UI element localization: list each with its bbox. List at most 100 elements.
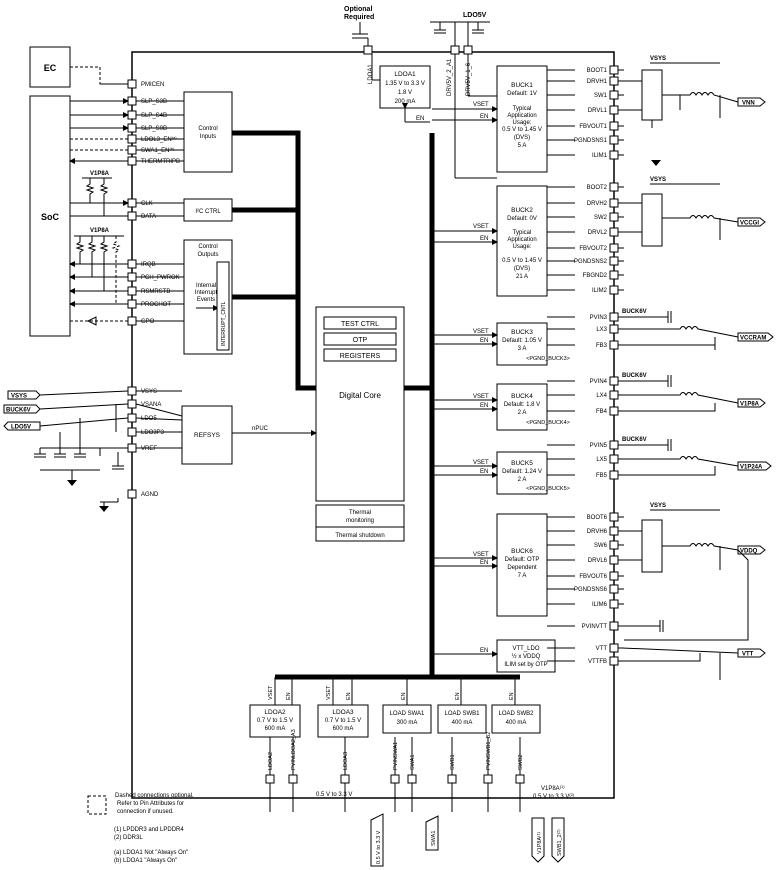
- control-outputs-label-2: Outputs: [197, 252, 218, 258]
- buck6-default: Default: OTP: [505, 557, 540, 563]
- right-pin-box: [609, 227, 619, 237]
- optional-required-label-2: Required: [344, 14, 374, 21]
- load-swb1-title: LOAD SWB1: [444, 711, 480, 717]
- drv5v-1-6-label: DRV5V_1_6: [466, 62, 472, 96]
- right-pin-label: ILIM6: [592, 602, 608, 608]
- svg-text:V1P8A(1): V1P8A(1): [536, 831, 544, 854]
- svg-text:EN: EN: [401, 692, 407, 700]
- bottom-pin-label: LDOA3: [343, 752, 349, 770]
- i2c-ctrl-label: I²C CTRL: [195, 209, 221, 215]
- buck4-pgnd: <PGND_BUCK4>: [526, 420, 570, 426]
- load-swa1-current: 300 mA: [397, 720, 418, 726]
- ldoa1-range: 1.35 V to 3.3 V: [385, 81, 425, 87]
- right-pin-box: [609, 340, 619, 350]
- right-pin-label: PGNDSNS2: [574, 259, 608, 265]
- right-pin-box: [609, 440, 619, 450]
- svg-text:IRQB: IRQB: [141, 262, 156, 268]
- bottom-control-labels: VSET EN VSET EN EN EN EN: [268, 677, 516, 705]
- buck6-dependent: Dependent: [507, 565, 537, 571]
- right-pin-box: [609, 76, 619, 86]
- right-pin-label: FB5: [596, 473, 608, 479]
- right-pin-group: BOOT1DRVH1SW1DRVL1FBVOUT1PGNDSNS1ILIM1BO…: [547, 65, 624, 666]
- rail-input-ldo5v-flag: LDO5V: [3, 421, 41, 431]
- svg-text:VSYS: VSYS: [650, 56, 666, 62]
- buck6-block: [496, 513, 548, 617]
- notes-block: Dashed connections optional. Refer to Pi…: [114, 793, 194, 864]
- load-swb2-block: [491, 704, 541, 734]
- buck6-vset: VSET: [473, 552, 489, 558]
- buck5-vset: VSET: [473, 460, 489, 466]
- npuc-label: nPUC: [252, 426, 269, 432]
- right-pin-label: VTT: [596, 646, 608, 652]
- control-outputs-label-1: Control: [198, 244, 217, 250]
- buck2-external-stage: VSYS: [622, 177, 739, 247]
- buck4-external-stage: BUCK6V: [622, 373, 739, 412]
- note-2: connection if unused.: [117, 809, 174, 815]
- buck1-usage: Usage:: [512, 120, 531, 126]
- right-pin-label: DRVH6: [587, 529, 608, 535]
- ldoa1-pin-label: LDOA1: [368, 64, 374, 84]
- right-pin-label: FB4: [596, 409, 608, 415]
- vtt-external-stage: [621, 620, 739, 680]
- ldoa1-block: [379, 65, 431, 109]
- right-pin-box: [609, 212, 619, 222]
- output-flag-v1p24a: V1P24A: [737, 461, 772, 471]
- registers-box: [323, 348, 397, 362]
- svg-text:RSMRSTB: RSMRSTB: [141, 289, 170, 295]
- right-pin-label: LX4: [596, 393, 607, 399]
- svg-text:0.5 V to 3.3 V: 0.5 V to 3.3 V: [376, 830, 382, 864]
- output-flag-vccram: VCCRAM: [737, 332, 774, 342]
- right-pin-label: BOOT2: [587, 185, 608, 191]
- right-pin-box: [609, 256, 619, 266]
- buck3-title: BUCK3: [511, 329, 533, 336]
- buck1-range: 0.5 V to 1.45 V: [502, 127, 542, 133]
- buck2-title: BUCK2: [511, 207, 533, 214]
- right-pin-box: [609, 571, 619, 581]
- bottom-flag-swa1: SWA1: [425, 815, 439, 851]
- buck2-en: EN: [480, 236, 488, 242]
- ldoa1-en-label: EN: [416, 116, 424, 122]
- buck1-block: [496, 65, 548, 173]
- buck3-external-stage: BUCK6V: [622, 309, 739, 350]
- bottom-flag-swb1-2: SWB1_2(2): [551, 817, 565, 863]
- right-pin-label: FBVOUT1: [579, 124, 607, 130]
- right-pin-label: FBVOUT6: [579, 574, 607, 580]
- right-pin-box: [609, 312, 619, 322]
- right-pin-box: [609, 540, 619, 550]
- buck5-external-stage: BUCK6V: [622, 437, 739, 476]
- right-pin-label: PGNDSNS1: [574, 138, 608, 144]
- vtt-ldo-block: [496, 639, 556, 673]
- svg-text:CLK: CLK: [141, 201, 153, 207]
- bottom-pin-box: [288, 774, 298, 784]
- svg-text:LDOL3_EN(a): LDOL3_EN(a): [141, 135, 177, 143]
- vtt-ldo-half: ½ x VDDQ: [512, 653, 541, 660]
- right-pin-label: LX3: [596, 327, 607, 333]
- soc-label: SoC: [41, 212, 60, 222]
- ec-block: [29, 46, 71, 88]
- power-pin-vsys: VSYS: [141, 389, 157, 395]
- output-flag-vtt: VTT: [737, 648, 766, 658]
- svg-text:SWA1: SWA1: [431, 831, 437, 846]
- ldoa1-default: 1.8 V: [398, 90, 412, 96]
- buck2-typical: Typical: [513, 230, 532, 236]
- bottom-pin-label: PVINLDOA2_A3: [291, 729, 297, 770]
- v1p8a-pullup-label-2: V1P8A: [90, 228, 110, 234]
- right-pin-label: LX5: [596, 457, 607, 463]
- buck4-current: 2 A: [518, 410, 527, 416]
- ldoa2-block: [249, 704, 301, 738]
- optional-required-label: Optional: [344, 6, 372, 13]
- right-pin-label: FBVOUT2: [579, 246, 607, 252]
- buck2-current: 21 A: [516, 274, 528, 280]
- bottom-pin-box: [340, 774, 350, 784]
- svg-text:VNN: VNN: [742, 101, 755, 107]
- svg-text:VCCRAM: VCCRAM: [740, 336, 766, 342]
- right-pin-label: BOOT1: [587, 68, 608, 74]
- registers-label: REGISTERS: [340, 353, 381, 360]
- test-ctrl-label: TEST CTRL: [341, 321, 379, 328]
- control-inputs-block: [183, 91, 233, 173]
- output-flag-vddq: VDDQ: [737, 545, 766, 555]
- thermal-shutdown-box: [315, 526, 405, 542]
- right-pin-label: FBGND2: [583, 273, 608, 279]
- right-pin-box: [609, 135, 619, 145]
- svg-text:THERMTRIPB: THERMTRIPB: [141, 159, 180, 165]
